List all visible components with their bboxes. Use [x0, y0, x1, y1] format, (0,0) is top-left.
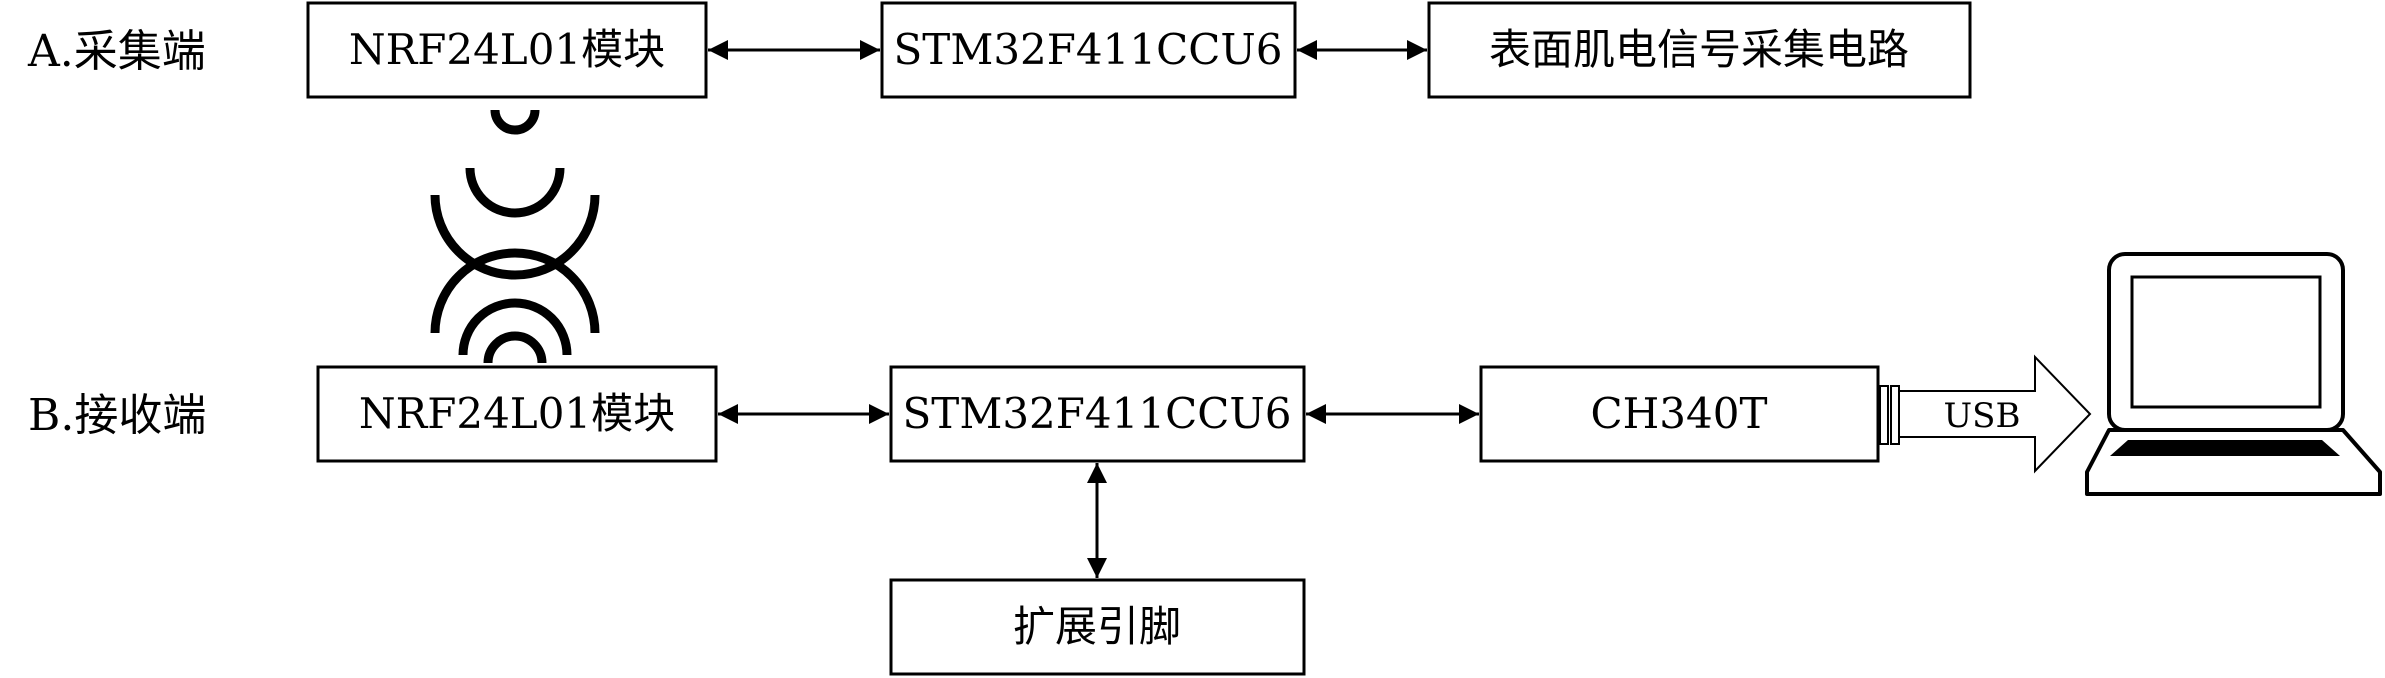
- receiver-rf-module-block: NRF24L01模块: [316, 365, 718, 463]
- receiver-mcu-label: STM32F411CCU6: [903, 389, 1292, 438]
- usb-connector: USB: [1879, 354, 2092, 474]
- laptop-icon: [2085, 252, 2382, 496]
- expansion-pins-block: 扩展引脚: [889, 578, 1306, 676]
- section-label-receiver: B.接收端: [28, 390, 206, 441]
- wireless-signal-icon: [430, 248, 600, 364]
- usb-label: USB: [1944, 396, 2021, 436]
- acquisition-mcu-block: STM32F411CCU6: [880, 1, 1297, 99]
- receiver-rf-module-label: NRF24L01模块: [359, 389, 675, 438]
- usb-chip-block: CH340T: [1479, 365, 1880, 463]
- receiver-mcu-block: STM32F411CCU6: [889, 365, 1306, 463]
- acquisition-rf-module-block: NRF24L01模块: [306, 1, 708, 99]
- acquisition-rf-module-label: NRF24L01模块: [349, 25, 665, 74]
- emg-circuit-block: 表面肌电信号采集电路: [1427, 1, 1972, 99]
- wireless-signal-icon: [430, 109, 600, 280]
- usb-chip-label: CH340T: [1591, 389, 1768, 438]
- section-label-acquisition: A.采集端: [27, 26, 206, 77]
- acquisition-mcu-label: STM32F411CCU6: [894, 25, 1283, 74]
- expansion-pins-label: 扩展引脚: [1013, 602, 1181, 651]
- emg-circuit-label: 表面肌电信号采集电路: [1489, 25, 1909, 74]
- usb-arrow: [1898, 354, 2092, 474]
